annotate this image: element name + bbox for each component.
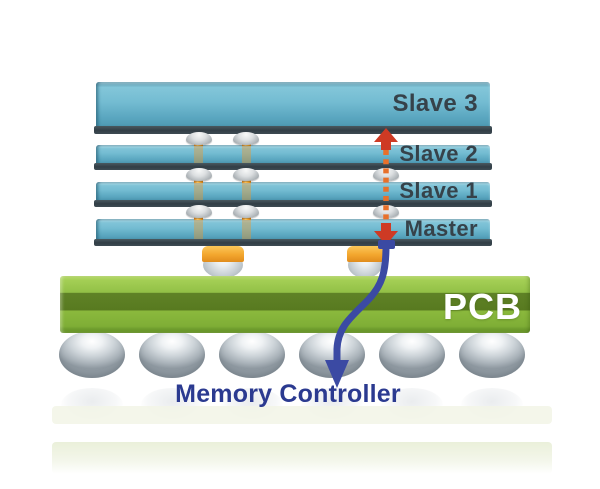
die-label-slave1: Slave 1 xyxy=(399,178,478,203)
tsv-cap xyxy=(186,205,212,218)
pcb-label: PCB xyxy=(442,286,522,327)
die-label-slave2: Slave 2 xyxy=(399,141,478,166)
tsv-via-column xyxy=(242,220,251,239)
tsv-cap xyxy=(373,168,399,181)
die-layer-slave3: Slave 3 xyxy=(96,82,490,126)
tsv-via-column xyxy=(194,183,203,200)
pcb-reflection-band xyxy=(52,442,552,474)
tsv-cap xyxy=(373,205,399,218)
solder-ball xyxy=(379,331,445,378)
die-label-slave3: Slave 3 xyxy=(392,90,478,117)
tsv-via-column xyxy=(242,183,251,200)
die-edge xyxy=(94,126,492,134)
tsv-cap xyxy=(233,205,259,218)
tsv-via-column xyxy=(242,146,251,163)
solder-ball xyxy=(139,331,205,378)
tsv-via-column xyxy=(194,220,203,239)
pcb-reflection-band xyxy=(52,406,552,424)
memory-controller-label: Memory Controller xyxy=(175,380,401,408)
tsv-cap xyxy=(233,168,259,181)
tsv-via-column xyxy=(194,146,203,163)
die-edge xyxy=(94,239,492,246)
tsv-cap xyxy=(186,168,212,181)
die-layer-slave1: Slave 1 xyxy=(96,178,490,203)
solder-ball xyxy=(459,331,525,378)
die-edge xyxy=(94,200,492,207)
pcb-board: PCB xyxy=(60,276,530,333)
microbump-pad xyxy=(347,246,383,262)
die-edge xyxy=(94,163,492,170)
die-label-master: Master xyxy=(404,216,478,241)
solder-ball xyxy=(59,331,125,378)
solder-ball xyxy=(299,331,365,378)
tsv-cap xyxy=(233,132,259,145)
microbump-pad xyxy=(202,246,244,262)
solder-ball xyxy=(219,331,285,378)
die-layer-master: Master xyxy=(96,216,490,241)
tsv-cap xyxy=(186,132,212,145)
die-layer-slave2: Slave 2 xyxy=(96,141,490,166)
